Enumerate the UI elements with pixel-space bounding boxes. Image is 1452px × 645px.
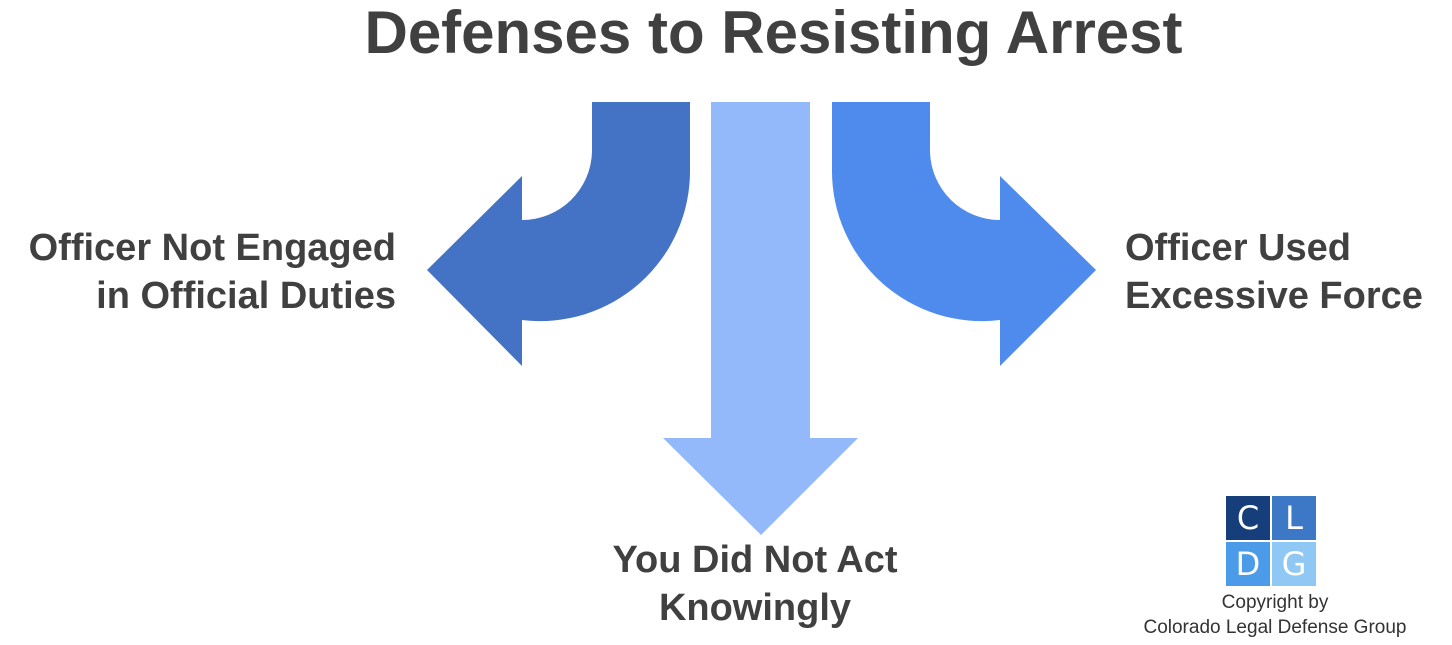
logo-letter-l: L: [1272, 496, 1316, 540]
right-branch-line-1: Officer Used: [1125, 227, 1351, 269]
right-branch-label: Officer Used Excessive Force: [1125, 224, 1423, 320]
left-branch-line-1: Officer Not Engaged: [28, 227, 396, 269]
left-branch-line-2: in Official Duties: [96, 275, 396, 317]
right-curved-arrow: [831, 102, 1096, 366]
cldg-logo: C L D G: [1226, 496, 1316, 586]
center-branch-line-2: Knowingly: [658, 587, 852, 629]
logo-letter-d: D: [1226, 542, 1270, 586]
copyright-line-1: Copyright by: [1221, 592, 1329, 613]
center-branch-line-1: You Did Not Act: [612, 539, 898, 581]
left-curved-arrow: [427, 102, 691, 366]
copyright-line-2: Colorado Legal Defense Group: [1143, 617, 1407, 638]
logo-letter-g: G: [1272, 542, 1316, 586]
copyright-notice: Copyright by Colorado Legal Defense Grou…: [1120, 590, 1430, 640]
center-down-arrow: [663, 102, 858, 535]
left-branch-label: Officer Not Engaged in Official Duties: [29, 224, 396, 320]
diagram-title: Defenses to Resisting Arrest: [364, 0, 1183, 66]
right-branch-line-2: Excessive Force: [1125, 275, 1423, 317]
logo-letter-c: C: [1226, 496, 1270, 540]
center-branch-label: You Did Not Act Knowingly: [555, 536, 955, 632]
